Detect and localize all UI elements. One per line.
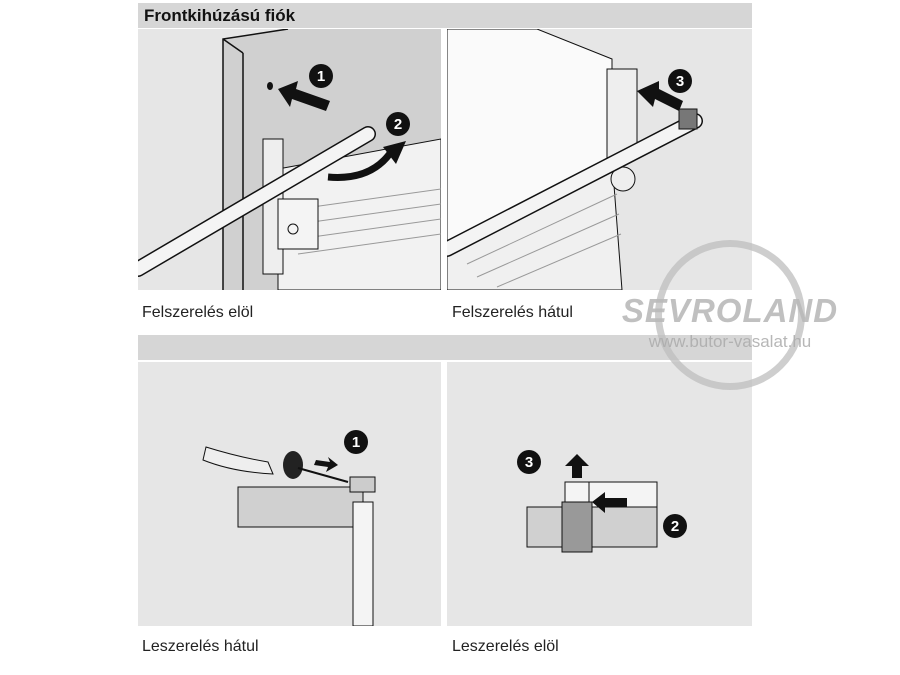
step-number: 2 [394,116,402,133]
watermark-brand: SEVROLAND [621,292,839,329]
caption-rear-mounting: Felszerelés hátul [452,304,573,321]
caption-front-removal: Leszerelés elöl [452,638,559,655]
section-header: Frontkihúzású fiók [138,3,752,28]
section-title: Frontkihúzású fiók [144,6,296,25]
illustration-rear-mounting: 3 [447,29,752,290]
illustration-front-removal: 3 2 [447,362,752,626]
illustration-front-mounting: 1 2 [138,29,441,290]
step-number: 3 [525,454,533,471]
step-number: 1 [352,434,360,451]
caption-rear-removal: Leszerelés hátul [142,638,259,655]
step-number: 1 [317,68,325,85]
section-divider [138,335,752,360]
step-number: 3 [676,73,684,90]
step-number: 2 [671,518,679,535]
caption-front-mounting: Felszerelés elöl [142,304,254,321]
illustration-rear-removal: 1 [138,362,441,626]
